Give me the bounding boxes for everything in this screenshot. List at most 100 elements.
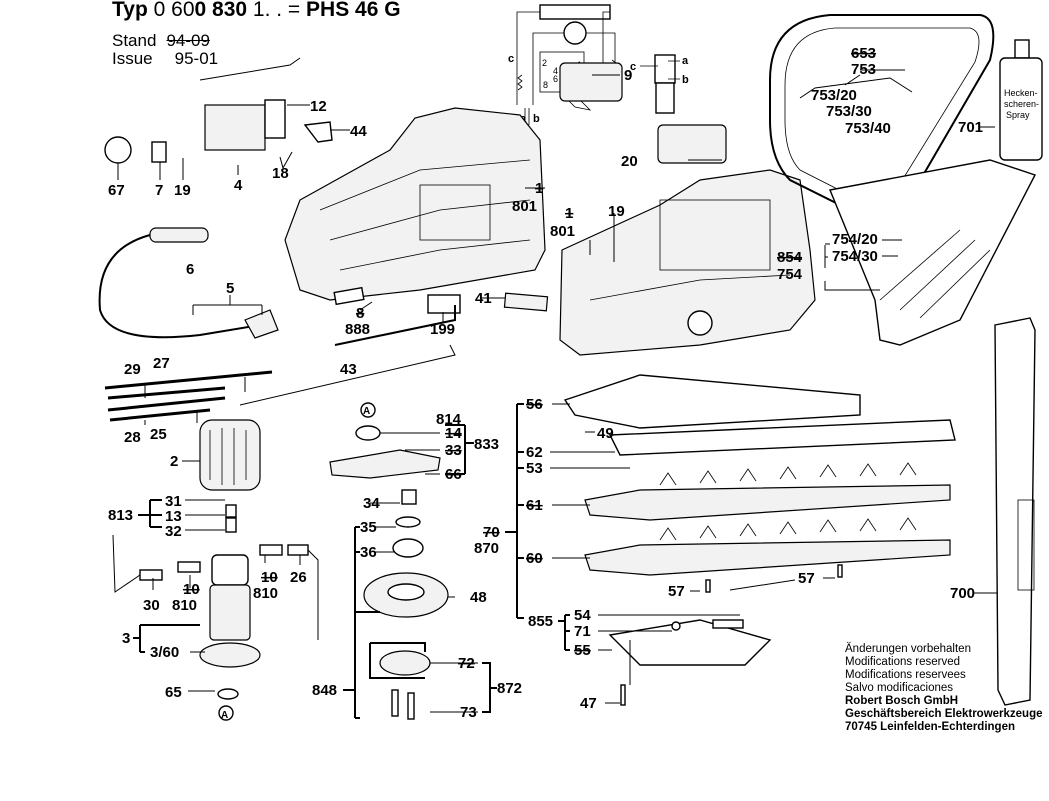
callout-73: 73 [460,704,477,721]
issue-value: 95-01 [174,49,219,68]
callout-5: 5 [226,280,234,297]
callout-61-superseded: 61 [526,497,543,514]
part-35-circlip [395,516,421,528]
part-67-cap [104,136,132,164]
callout-870: 870 [474,540,499,557]
wiring-capacitor [539,4,611,20]
part-72-eccentric [379,650,431,676]
callout-855: 855 [528,613,553,630]
spray-bottle: Hecken- scheren- Spray [999,39,1043,161]
callout-72-superseded: 72 [458,655,475,672]
part-44-button [303,121,333,143]
typ-number-b: 0 830 [194,0,248,21]
callout-753: 753 [851,61,876,78]
wiring-motor [563,21,587,45]
callout-32: 32 [165,523,182,540]
terminal-6: 6 [553,74,558,84]
housing-cavity [419,184,491,241]
terminal-4: 4 [553,66,558,76]
blade-sheath [994,317,1036,706]
callout-57-left: 57 [668,583,685,600]
housing-knob [687,310,713,336]
issue-label: Issue [112,49,153,68]
callout-53: 53 [526,460,543,477]
callout-25: 25 [150,426,167,443]
callout-12: 12 [310,98,327,115]
part-54-pad [712,619,744,629]
part-20-label [657,124,727,164]
company-address: 70745 Leinfelden-Echterdingen [845,721,1015,733]
callout-44: 44 [350,123,367,140]
stand-old-value: 94-09 [166,31,210,50]
switch-label-c: c [630,61,636,73]
callout-41: 41 [475,290,492,307]
part-73-screw-a [391,689,399,717]
callout-35: 35 [360,519,377,536]
callout-54: 54 [574,607,591,624]
sheath-vent [1017,499,1035,591]
callout-a-top: A [363,406,370,417]
spray-nozzle [1014,39,1030,59]
brush-right [259,544,283,556]
part-12-capacitor [264,99,286,139]
callout-888: 888 [345,321,370,338]
part-2-field-coil [199,419,261,491]
leader-lines [117,69,997,719]
callout-26: 26 [290,569,307,586]
part-3-60-fan [199,642,261,668]
wiring-label-c: c [508,53,514,65]
callout-60-superseded: 60 [526,550,543,567]
callout-31: 31 [165,493,182,510]
switch-detail-body [655,82,675,114]
callout-872: 872 [497,680,522,697]
marker-a-bottom [218,705,234,721]
callout-62: 62 [526,444,543,461]
callout-19-right: 19 [608,203,625,220]
callout-3-60: 3/60 [150,644,179,661]
callout-36: 36 [360,544,377,561]
callout-813: 813 [108,507,133,524]
callout-65: 65 [165,684,182,701]
callout-753-20: 753/20 [811,87,857,104]
callout-34: 34 [363,495,380,512]
marker-a-top [360,402,376,418]
handle-bow [769,14,995,223]
callout-labels: 9 12 44 18 4 67 7 19 6 5 8 888 199 43 41… [108,45,983,721]
callout-801-left: 801 [512,198,537,215]
part-41-strip [503,292,549,312]
callout-71: 71 [574,623,591,640]
part-33-crank [329,449,441,479]
terminal-8: 8 [543,80,548,90]
callout-30: 30 [143,597,160,614]
part-56-blade-guide [563,374,861,429]
callout-56-superseded: 56 [526,396,543,413]
part-62-guide-bar [608,419,956,456]
callout-10-superseded-right: 10 [261,569,278,586]
callout-49: 49 [597,425,614,442]
callout-14-superseded: 14 [445,425,462,442]
callout-29: 29 [124,361,141,378]
connecting-wires [104,370,273,422]
part-60-lower-blade [584,539,951,576]
callout-18: 18 [272,165,289,182]
spray-text-line3: Spray [1006,110,1030,120]
callout-57-right: 57 [798,570,815,587]
model-name: PHS 46 G [306,0,401,21]
note-de: Änderungen vorbehalten [845,643,971,655]
callout-754-20: 754/20 [832,231,878,248]
callout-66-superseded: 66 [445,466,462,483]
armature-commutator [211,554,249,586]
part-57-screw-b [837,564,843,578]
gear-hub [387,583,425,601]
callout-20: 20 [621,153,638,170]
part-43-hex-key [334,305,456,346]
spray-body [999,57,1043,161]
callout-55-superseded: 55 [574,642,591,659]
callout-1-superseded-right: 1 [565,205,573,222]
part-30-brush-holder [139,569,163,581]
callout-653-superseded: 653 [851,45,876,62]
housing-right-half [559,169,816,356]
callout-848: 848 [312,682,337,699]
wiring-label-b: b [533,113,540,125]
note-fr: Modifications reservees [845,669,966,681]
